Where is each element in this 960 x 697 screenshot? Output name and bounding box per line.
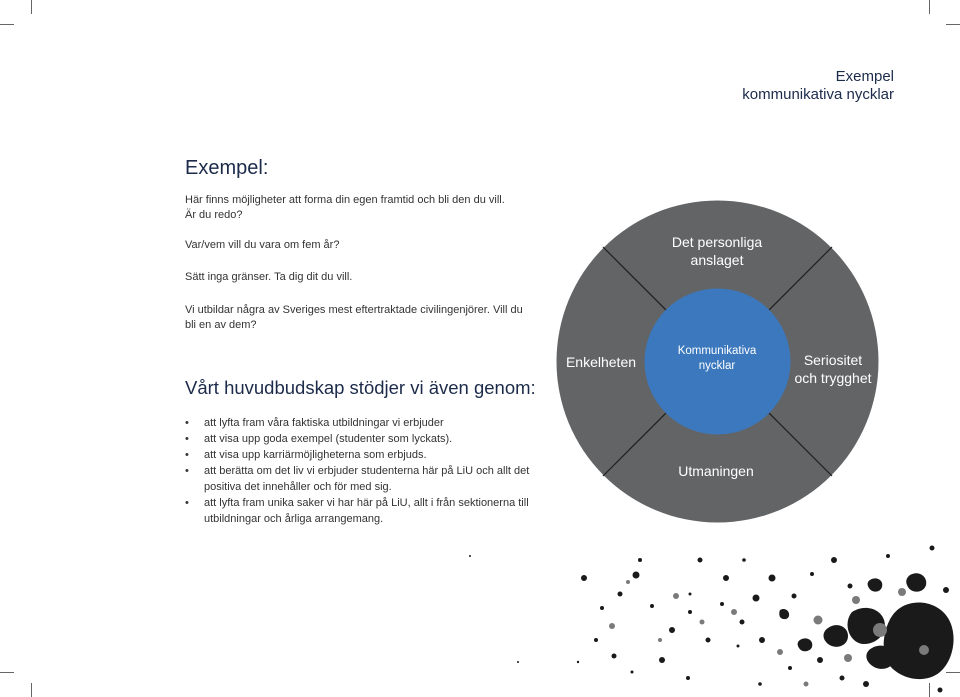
center-label-line-1: Kommunikativa xyxy=(677,345,757,357)
example-heading: Exempel: xyxy=(185,157,269,179)
crop-mark xyxy=(929,0,930,14)
crop-mark xyxy=(0,24,14,25)
center-circle xyxy=(644,288,791,435)
header-line-1: Exempel xyxy=(835,68,894,85)
main-message-heading: Vårt huvudbudskap stödjer vi även genom: xyxy=(185,377,536,398)
center-label: Kommunikativa nycklar xyxy=(652,344,782,374)
intro-paragraph-1-line-1: Här finns möjligheter att forma din egen… xyxy=(185,194,505,206)
intro-paragraph-1-line-2: Är du redo? xyxy=(185,209,243,221)
list-item: att visa upp goda exempel (studenter som… xyxy=(185,431,545,447)
segment-label-right: Seriositet och trygghet xyxy=(788,351,878,387)
intro-paragraph-2: Var/vem vill du vara om fem år? xyxy=(185,239,340,251)
list-item: att lyfta fram våra faktiska utbildninga… xyxy=(185,415,545,431)
segment-label-bottom: Utmaningen xyxy=(678,463,754,479)
segment-label-right-line-2: och trygghet xyxy=(794,370,872,386)
crop-mark xyxy=(0,672,14,673)
crop-mark xyxy=(946,672,960,673)
segment-label-left: Enkelheten xyxy=(565,354,637,370)
crop-mark xyxy=(946,24,960,25)
communication-keys-diagram: Det personliga anslaget Enkelheten Serio… xyxy=(556,200,879,523)
crop-mark xyxy=(929,683,930,697)
segment-label-right-line-1: Seriositet xyxy=(803,352,863,368)
intro-paragraph-4: Vi utbildar några av Sveriges mest efter… xyxy=(185,304,523,331)
list-item: att visa upp karriärmöjligheterna som er… xyxy=(185,447,545,463)
crop-mark xyxy=(31,683,32,697)
segment-label-top-line-2: anslaget xyxy=(690,252,744,268)
segment-label-top-line-1: Det personliga xyxy=(671,234,763,250)
crop-mark xyxy=(31,0,32,14)
center-label-line-2: nycklar xyxy=(698,360,736,372)
page-header: Exempel kommunikativa nycklar xyxy=(742,68,894,104)
list-item: att berätta om det liv vi erbjuder stude… xyxy=(185,463,545,495)
list-item: att lyfta fram unika saker vi har här på… xyxy=(185,495,545,527)
header-line-2: kommunikativa nycklar xyxy=(742,86,894,103)
diagram-graphic xyxy=(556,200,879,523)
message-bullet-list: att lyfta fram våra faktiska utbildninga… xyxy=(185,415,545,527)
intro-paragraph-3: Sätt inga gränser. Ta dig dit du vill. xyxy=(185,271,353,283)
segment-label-top: Det personliga anslaget xyxy=(642,233,792,269)
intro-paragraph-1: Här finns möjligheter att forma din egen… xyxy=(185,193,545,223)
